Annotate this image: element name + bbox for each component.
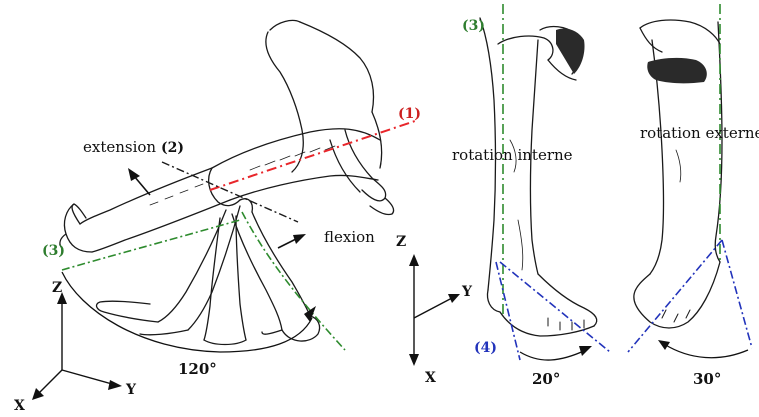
angle-120-label: 120° [178, 360, 217, 378]
rotation-externe-label: rotation externe [640, 124, 759, 142]
angle-arc-120 [62, 272, 312, 352]
angle-arc-30 [664, 344, 748, 358]
axis-3-left-label: (3) [42, 243, 65, 259]
rotation-interne-label: rotation interne [452, 146, 573, 164]
left-coordinate-frame [32, 292, 122, 400]
frame-left-y-label: Y [125, 382, 137, 398]
axis-3-right-label: (3) [462, 18, 485, 34]
frame-right-y-label: Y [461, 284, 473, 300]
flexion-arrow [278, 234, 306, 248]
angle-30-label: 30° [693, 370, 721, 388]
angle-arc-20-arrowhead [579, 346, 592, 356]
axis-1-line [210, 120, 418, 190]
axis-2-label: (2) [161, 140, 184, 156]
frame-left-x-label: X [14, 398, 25, 412]
flexion-label: flexion [324, 228, 375, 246]
frame-right-z-label: Z [396, 234, 406, 250]
axis-4-label: (4) [474, 340, 497, 356]
axis-1-label: (1) [398, 106, 421, 122]
angle-arc-20 [520, 350, 586, 360]
seated-figure-illustration [60, 20, 394, 344]
extension-arrow [128, 168, 150, 195]
angle-20-label: 20° [532, 370, 560, 388]
wrapping-band-interne [556, 28, 585, 74]
angle-arc-30-arrowhead [658, 340, 670, 350]
wrapping-band-externe [647, 58, 707, 83]
right-coordinate-frame [409, 254, 460, 366]
frame-left-z-label: Z [52, 280, 62, 296]
frame-right-x-label: X [425, 370, 436, 386]
extension-label: extension [83, 138, 156, 156]
axis-3-left-line [62, 220, 240, 270]
